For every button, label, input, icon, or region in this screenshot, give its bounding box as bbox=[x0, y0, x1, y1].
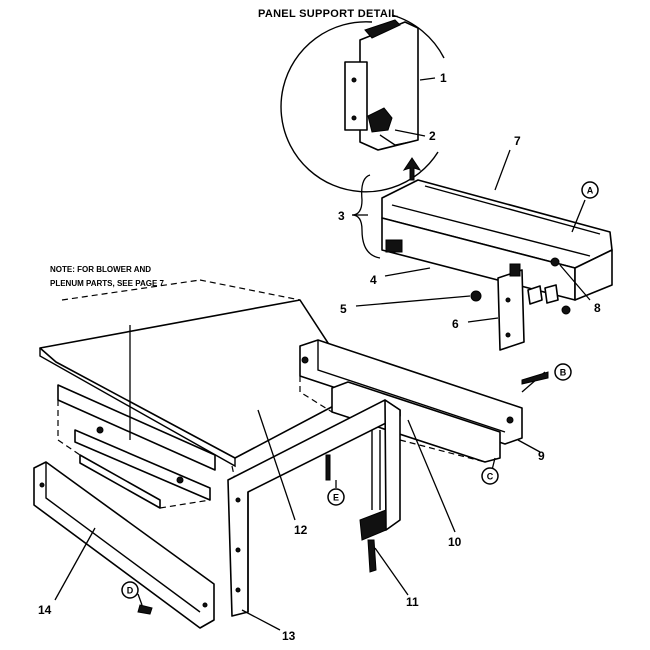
rear-rail-assembly bbox=[299, 339, 523, 463]
callout-12: 12 bbox=[294, 523, 308, 537]
ref-e: E bbox=[327, 488, 345, 506]
callout-4: 4 bbox=[370, 273, 377, 287]
panel-support-detail bbox=[280, 14, 445, 193]
ref-d: D bbox=[121, 581, 139, 599]
ref-b-label: B bbox=[560, 368, 567, 378]
ref-e-label: E bbox=[333, 493, 339, 503]
callout-6: 6 bbox=[452, 317, 459, 331]
ref-a: A bbox=[581, 181, 599, 199]
control-panel bbox=[381, 179, 613, 315]
callout-14: 14 bbox=[38, 603, 52, 617]
callout-10: 10 bbox=[448, 535, 462, 549]
top-cover bbox=[39, 279, 361, 481]
leader-lines bbox=[54, 77, 591, 631]
diagram-title: PANEL SUPPORT DETAIL bbox=[258, 8, 398, 20]
panel-bracket bbox=[470, 263, 559, 351]
callout-3: 3 bbox=[338, 209, 345, 223]
callout-13: 13 bbox=[282, 629, 296, 643]
ref-a-label: A bbox=[587, 186, 594, 196]
front-kick-panel bbox=[33, 461, 215, 629]
callout-9: 9 bbox=[538, 449, 545, 463]
callout-5: 5 bbox=[340, 302, 347, 316]
blower-plenum bbox=[57, 384, 216, 509]
ref-c-label: C bbox=[487, 472, 494, 482]
callout-2: 2 bbox=[429, 129, 436, 143]
callout-8: 8 bbox=[594, 301, 601, 315]
ref-c: C bbox=[481, 467, 499, 485]
callout-1: 1 bbox=[440, 71, 447, 85]
ref-d-label: D bbox=[127, 586, 134, 596]
note-line-2: PLENUM PARTS, SEE PAGE 7 bbox=[50, 279, 164, 288]
screws bbox=[137, 454, 377, 615]
callout-11: 11 bbox=[406, 595, 419, 609]
frame-stand bbox=[227, 399, 401, 617]
callout-7: 7 bbox=[514, 134, 521, 148]
note-line-1: NOTE: FOR BLOWER AND bbox=[50, 265, 151, 274]
ref-b: B bbox=[521, 363, 572, 385]
